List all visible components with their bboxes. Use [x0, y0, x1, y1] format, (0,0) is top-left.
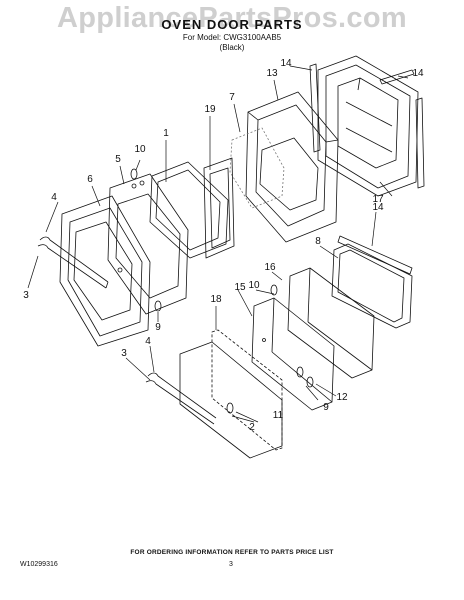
document-number: W10299316	[20, 561, 58, 568]
outer-glass-part	[59, 195, 151, 347]
upper-handle-part	[37, 236, 109, 289]
callout-13: 13	[266, 68, 278, 79]
lower-handle-part	[145, 372, 217, 425]
window-frame-part	[203, 157, 235, 259]
inner-door-panel-part	[317, 55, 419, 197]
callout-18: 18	[210, 294, 222, 305]
color-line: (Black)	[219, 43, 245, 52]
gasket-strip-part	[309, 63, 425, 275]
callout-14: 14	[372, 202, 384, 213]
leader-lines	[27, 65, 409, 423]
callout-15: 15	[234, 282, 246, 293]
page-number: 3	[229, 561, 233, 568]
model-info: For Model: CWG3100AAB5 (Black)	[0, 33, 464, 53]
glass-panel-part	[229, 127, 285, 209]
fastener-parts	[130, 168, 314, 414]
callout-3: 3	[121, 348, 127, 359]
callout-10: 10	[134, 144, 146, 155]
callout-19: 19	[204, 104, 216, 115]
callout-9: 9	[155, 322, 161, 333]
drawer-back-part	[287, 267, 375, 379]
callout-4: 4	[145, 336, 151, 347]
callout-14: 14	[280, 58, 292, 69]
callout-8: 8	[315, 236, 321, 247]
callout-7: 7	[229, 92, 235, 103]
callout-14: 14	[412, 68, 424, 79]
model-line: For Model: CWG3100AAB5	[182, 33, 282, 42]
door-frame-part	[245, 91, 339, 243]
callout-16: 16	[264, 262, 276, 273]
callout-9: 9	[323, 402, 329, 413]
callout-12: 12	[336, 392, 348, 403]
inner-door-part	[107, 173, 189, 315]
callout-5: 5	[115, 154, 121, 165]
callout-10: 10	[248, 280, 260, 291]
callout-4: 4	[51, 192, 57, 203]
callout-2: 2	[249, 422, 255, 433]
callout-11: 11	[273, 410, 284, 421]
ordering-note: FOR ORDERING INFORMATION REFER TO PARTS …	[130, 549, 334, 556]
callout-3: 3	[23, 290, 29, 301]
callout-1: 1	[163, 128, 169, 139]
drawer-liner-part	[331, 243, 413, 329]
lower-panel-part	[179, 329, 283, 459]
page-title: OVEN DOOR PARTS	[161, 17, 303, 32]
drawer-front-part	[251, 297, 335, 411]
callout-6: 6	[87, 174, 93, 185]
callout-17: 17	[372, 194, 384, 205]
inner-frame-part	[149, 161, 229, 259]
